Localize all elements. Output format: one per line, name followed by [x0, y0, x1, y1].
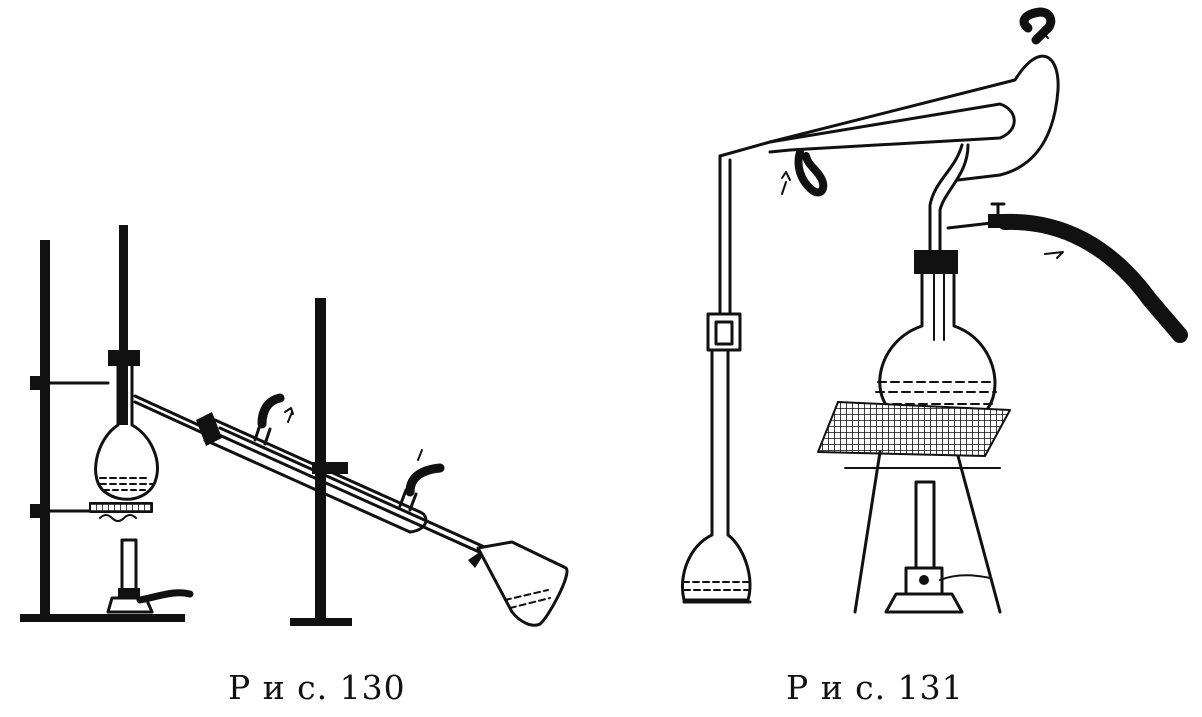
liebig-condenser — [196, 393, 502, 568]
bunsen-burner-right — [884, 480, 991, 614]
receiving-flask-right — [680, 348, 752, 604]
air-condenser — [718, 7, 1060, 197]
figure-131 — [680, 7, 1188, 614]
steam-flask — [875, 143, 1188, 431]
retort-stand-left — [20, 240, 185, 622]
bunsen-burner-left — [106, 538, 194, 614]
figure-130-caption: Р и с. 130 — [228, 668, 406, 707]
retort-stand-right — [290, 298, 352, 626]
figure-131-caption: Р и с. 131 — [786, 668, 964, 707]
wire-gauze — [89, 502, 153, 513]
delivery-tube — [706, 154, 742, 352]
support-rod — [119, 225, 128, 425]
tripod — [844, 450, 1002, 614]
receiving-flask-left — [476, 540, 569, 627]
wire-gauze-right — [817, 401, 1011, 457]
distillation-flask — [94, 350, 207, 501]
figure-130 — [20, 225, 569, 627]
